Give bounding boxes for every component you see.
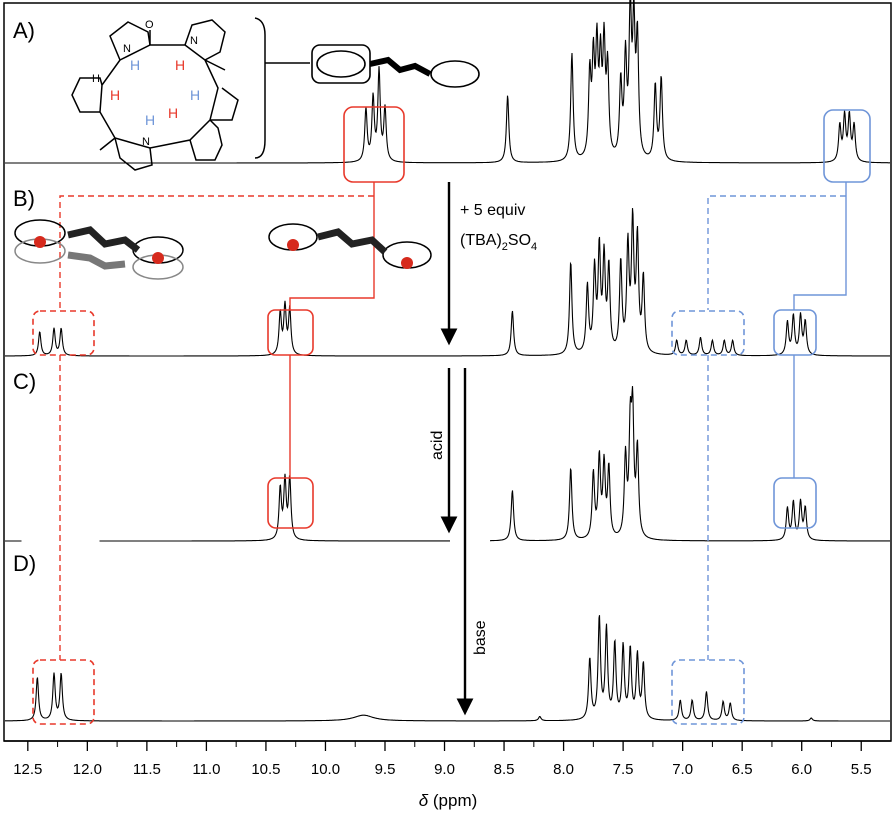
cartoon-b-monomer: [268, 223, 432, 269]
spectra-group: [5, 0, 890, 722]
atom-oxygen: O: [145, 19, 154, 31]
structure-atom-labels: O N N N H: [92, 19, 198, 148]
x-tick-label: 5.5: [851, 761, 872, 778]
pyridine-ring-1: [184, 19, 226, 61]
cartoon-a-linker: [369, 56, 432, 77]
hydrogen-label-blue-3: H: [190, 87, 200, 103]
red-box-a: [343, 106, 405, 183]
x-tick-label: 7.0: [672, 761, 693, 778]
blue-dashed-box-d: [671, 659, 745, 725]
blue-box-c: [773, 477, 817, 529]
macrocycle-ring: [99, 44, 219, 149]
pyrrolidine-ring-2: [210, 87, 239, 121]
blue-dashed-connector-ab: [707, 195, 846, 310]
blue-box-b: [773, 309, 817, 356]
hydrogen-label-red-2: H: [110, 87, 120, 103]
spectrum-trace-b: [5, 208, 890, 357]
x-ticks: 12.5 12.0 11.5 11.0 10.5 10.0 9.5 9.0 8.5 8.0 7.5 7…: [13, 741, 872, 778]
cartoon-a-ring-right: [430, 60, 480, 88]
x-tick-label: 8.5: [494, 761, 515, 778]
cartoon-b-dimer: [14, 219, 184, 280]
x-tick-label: 9.0: [434, 761, 455, 778]
panel-label-a: A): [13, 18, 35, 43]
red-box-b: [267, 309, 314, 356]
sulfate-b-4: [401, 257, 413, 269]
atom-nitrogen-3: N: [142, 136, 150, 148]
annotation-equiv: + 5 equiv: [460, 202, 525, 219]
x-tick-label: 10.5: [251, 761, 280, 778]
red-solid-connector-ab: [289, 182, 375, 310]
carbonyl-2: [204, 59, 226, 71]
cartoon-a-ring-left: [316, 50, 366, 78]
spectrum-trace-d: [5, 615, 890, 722]
red-box-c: [267, 477, 314, 529]
red-dashed-connector-ab: [59, 195, 374, 310]
x-tick-label: 11.5: [133, 761, 161, 778]
plot-frame: [3, 2, 892, 742]
x-axis: 12.5 12.0 11.5 11.0 10.5 10.0 9.5 9.0 8.5 8.0 7.5 7…: [4, 740, 891, 778]
hydrogen-label-red-3: H: [168, 105, 178, 121]
annotation-reagent: (TBA)2SO4: [460, 232, 537, 253]
pyrrolidine-ring-1: [109, 21, 151, 61]
x-tick-label: 11.0: [192, 761, 220, 778]
hydrogen-label-blue-2: H: [145, 112, 155, 128]
x-tick-label: 8.0: [553, 761, 574, 778]
sulfate-b-2: [152, 252, 164, 264]
spectrum-trace-c: [5, 386, 890, 542]
x-tick-label: 6.5: [732, 761, 753, 778]
hydrogen-label-blue-1: H: [130, 57, 140, 73]
cartoon-a-box: [311, 44, 371, 84]
blue-dashed-box-b: [671, 310, 745, 356]
annotation-base: base: [472, 620, 489, 655]
pyrrolidine-ring-3: [114, 137, 153, 171]
x-tick-label: 6.0: [791, 761, 812, 778]
sulfate-b-1: [34, 236, 46, 248]
sulfate-b-3: [287, 239, 299, 251]
structure-bracket: [254, 17, 266, 159]
x-tick-label: 12.5: [13, 761, 42, 778]
x-axis-title: δ (ppm): [419, 791, 478, 810]
blue-solid-connector-ab: [793, 182, 847, 310]
macrocycle-structure-drawing: [71, 17, 310, 171]
atom-nitrogen-2: N: [190, 35, 198, 47]
x-tick-label: 10.0: [311, 761, 340, 778]
x-tick-label: 9.5: [375, 761, 396, 778]
x-tick-label: 12.0: [73, 761, 102, 778]
red-dashed-box-b: [32, 310, 95, 356]
red-dashed-box-d: [32, 659, 95, 725]
annotation-acid: acid: [429, 431, 446, 460]
carbonyl-3: [99, 137, 116, 151]
blue-box-a: [823, 109, 871, 183]
highlight-boxes: [32, 106, 871, 725]
panel-label-d: D): [13, 551, 36, 576]
hydrogen-label-red-1: H: [175, 57, 185, 73]
cartoon-b-linker-3: [317, 228, 388, 255]
panel-label-c: C): [13, 369, 36, 394]
cartoon-a: [311, 44, 480, 88]
cartoon-b-linker-2: [67, 251, 126, 270]
pyridine-ring-3: [189, 119, 223, 161]
x-tick-label: 7.5: [613, 761, 634, 778]
cartoon-b-linker-1: [67, 226, 141, 253]
pyridine-ring-2: [71, 77, 103, 113]
atom-nh-1: H: [92, 73, 100, 85]
spectrum-trace-a: [5, 0, 890, 164]
correlation-lines: [59, 182, 847, 660]
atom-nitrogen-1: N: [123, 43, 131, 55]
panel-label-b: B): [13, 186, 35, 211]
